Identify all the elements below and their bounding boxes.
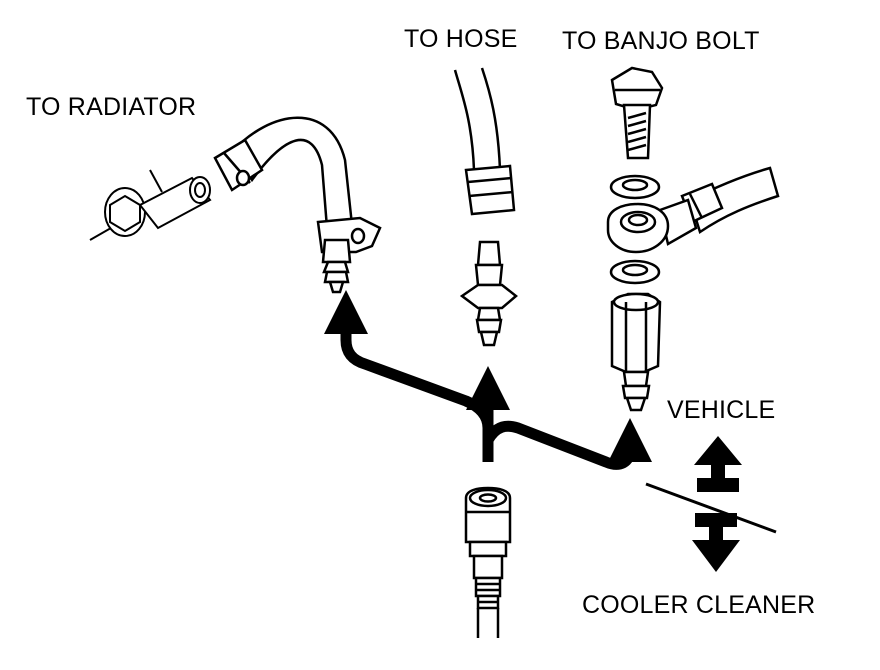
cleaner-side-arrow <box>692 513 740 572</box>
vehicle-cleaner-divider <box>645 436 777 572</box>
banjo-fitting <box>606 166 780 254</box>
label-cooler-cleaner: COOLER CLEANER <box>582 591 816 619</box>
label-to-radiator: TO RADIATOR <box>26 93 197 121</box>
flow-arrow-radiator <box>324 290 494 462</box>
label-to-hose: TO HOSE <box>404 25 518 53</box>
banjo-adapter <box>610 292 662 412</box>
flow-arrow-banjo <box>483 418 652 470</box>
hose-adapter <box>459 240 518 347</box>
flow-paths <box>324 290 652 470</box>
sealing-washer-lower <box>609 259 661 285</box>
label-to-banjo-bolt: TO BANJO BOLT <box>562 27 760 55</box>
label-vehicle: VEHICLE <box>667 396 776 424</box>
sealing-washer-upper <box>609 174 661 200</box>
banjo-bolt <box>610 66 664 160</box>
cooler-cleaner-nozzle <box>464 486 512 638</box>
radiator-hose <box>213 116 382 294</box>
center-hose <box>453 67 516 216</box>
vehicle-side-arrow <box>694 436 742 492</box>
radiator-fitting <box>89 169 212 241</box>
